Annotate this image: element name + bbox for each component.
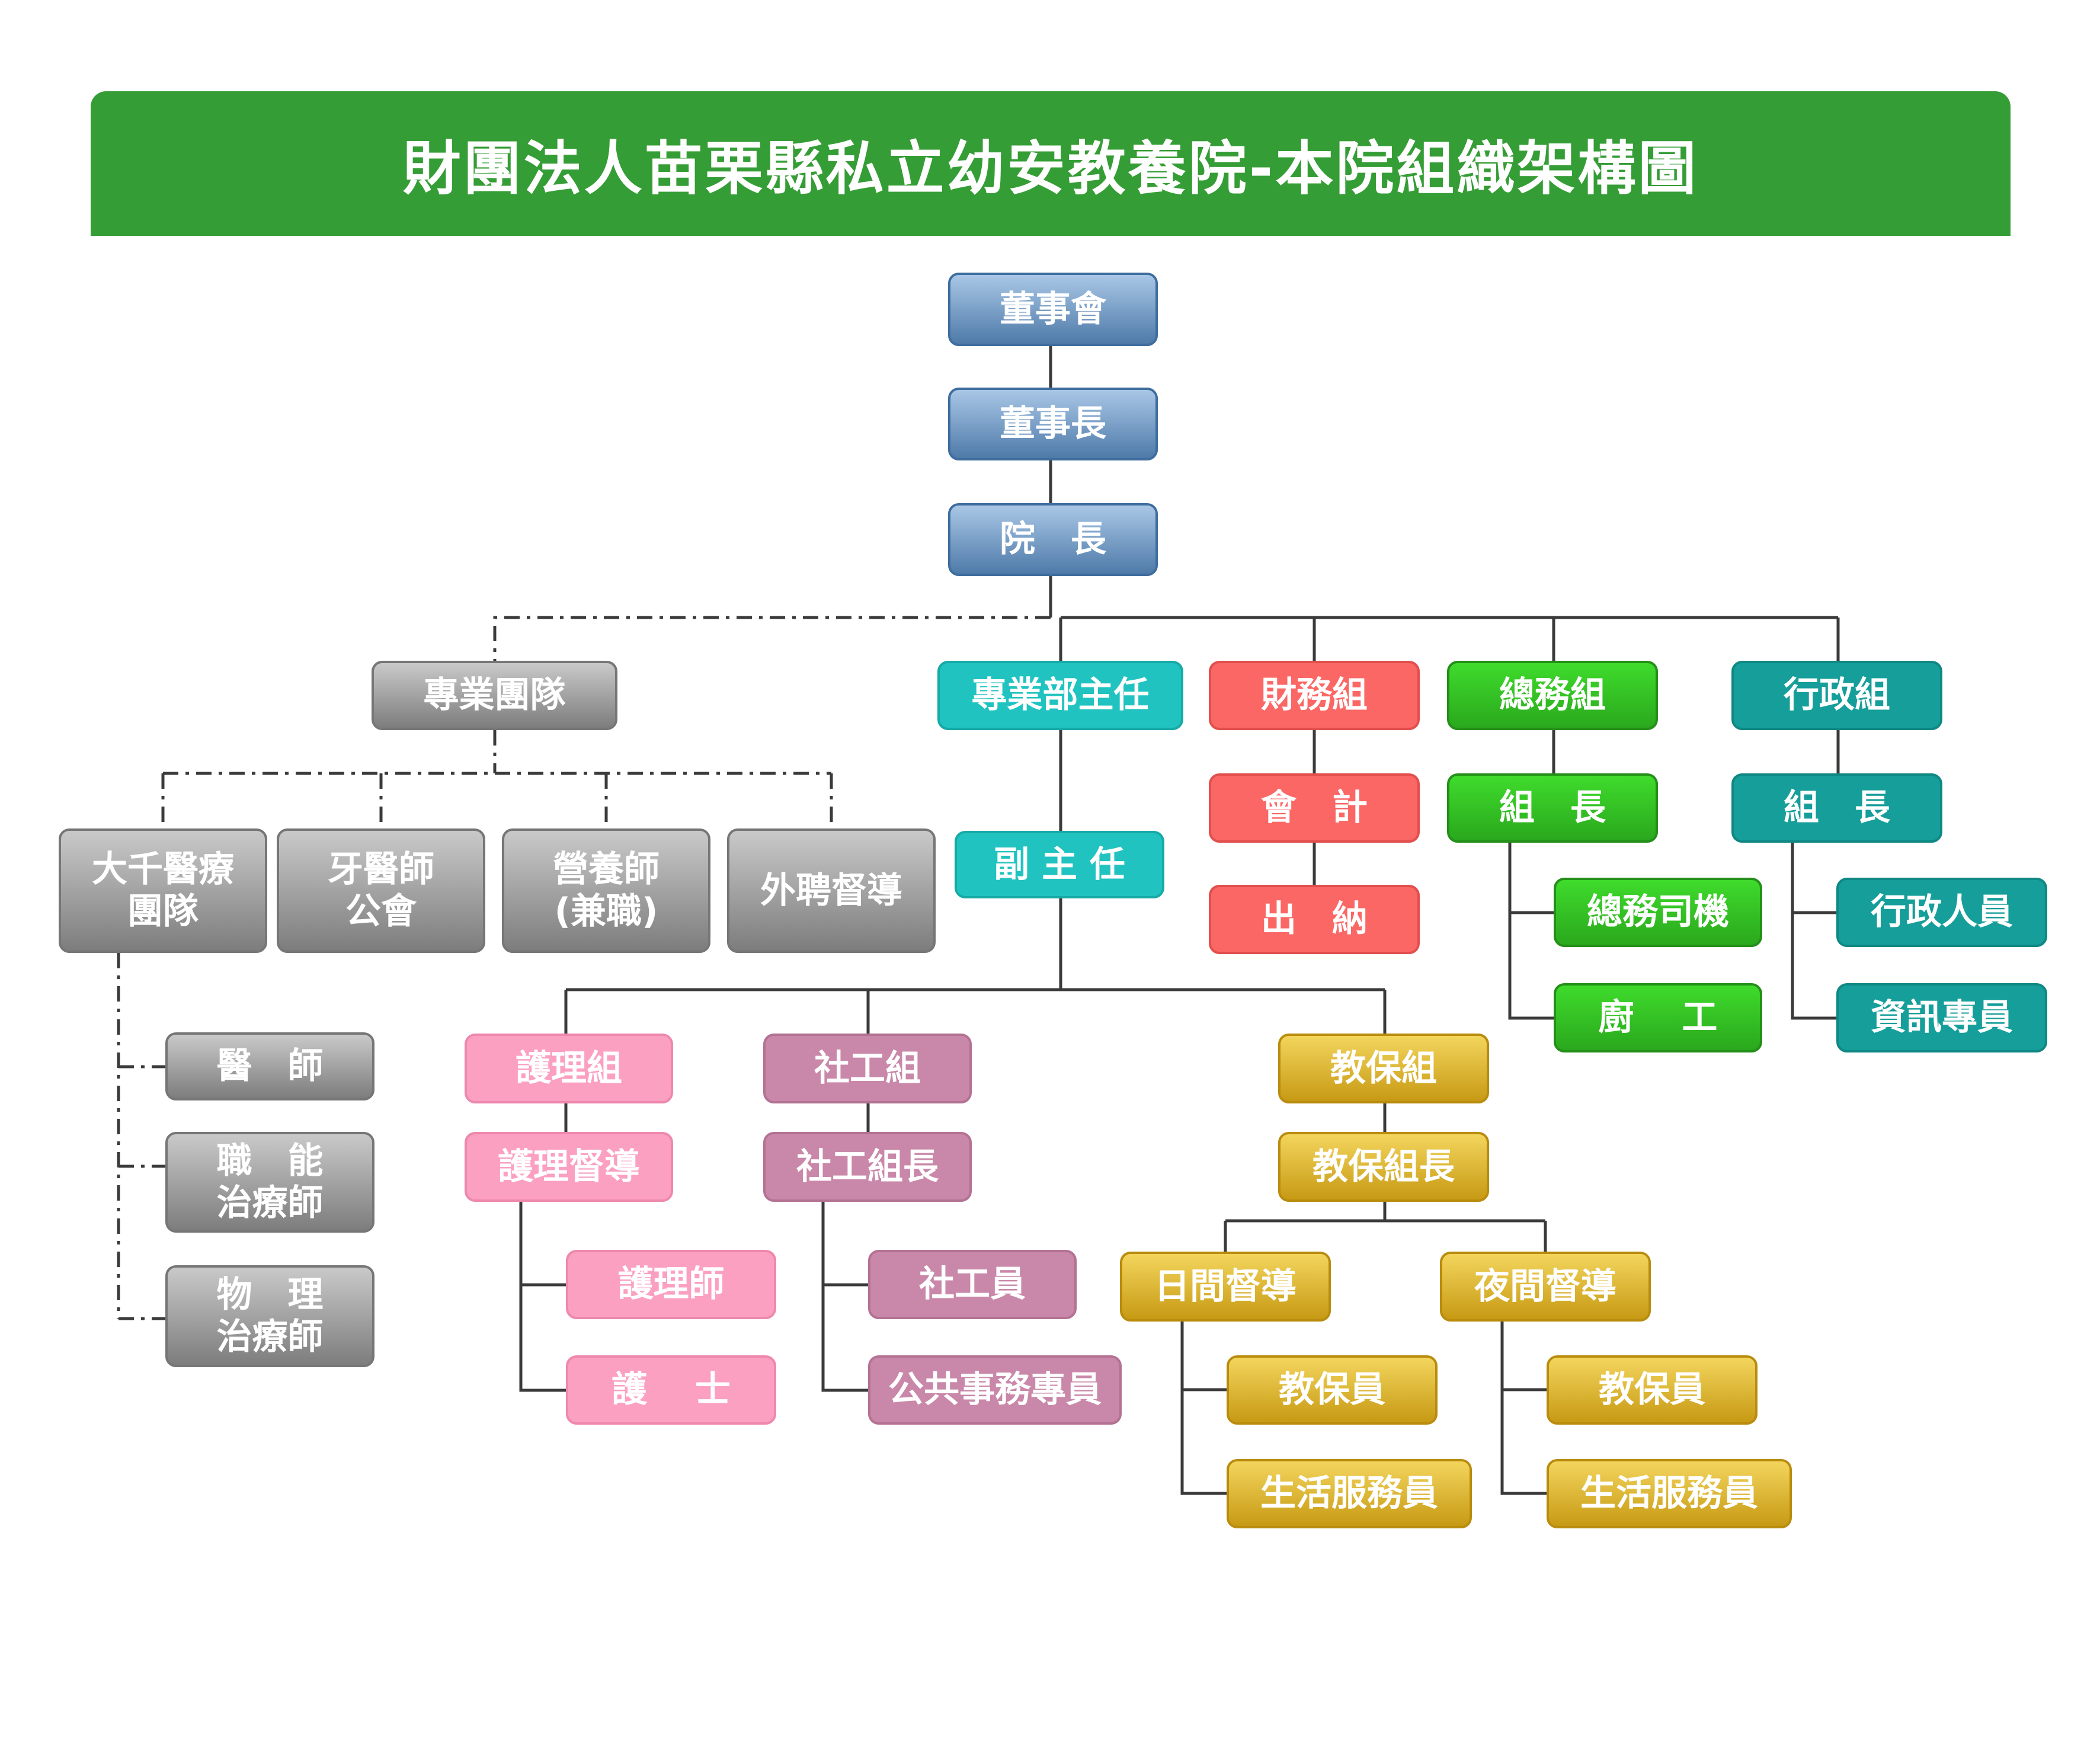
node-nurse-aide: 護 士 bbox=[566, 1355, 776, 1425]
node-social-worker: 社工員 bbox=[868, 1250, 1077, 1319]
connector-nursing-subtree bbox=[519, 1202, 566, 1392]
node-night-sup: 夜間督導 bbox=[1440, 1252, 1651, 1322]
node-general: 總務組 bbox=[1447, 661, 1658, 730]
node-care-leader: 教保組長 bbox=[1278, 1132, 1489, 1202]
connector-night-subtree bbox=[1500, 1322, 1547, 1495]
node-admin-staff: 行政人員 bbox=[1836, 878, 2047, 947]
node-day-sup: 日間督導 bbox=[1120, 1252, 1331, 1322]
node-public-affairs: 公共事務專員 bbox=[868, 1355, 1122, 1425]
node-ot: 職 能 治療師 bbox=[165, 1132, 374, 1233]
node-dietitian: 營養師 (兼職) bbox=[502, 828, 710, 953]
node-board: 董事會 bbox=[948, 273, 1158, 346]
node-doctor: 醫 師 bbox=[165, 1032, 374, 1100]
node-night-caregiver: 教保員 bbox=[1547, 1355, 1758, 1425]
chart-title: 財團法人苗栗縣私立幼安教養院-本院組織架構圖 bbox=[402, 135, 1699, 203]
node-driver: 總務司機 bbox=[1554, 878, 1762, 947]
node-pro-chief: 專業部主任 bbox=[937, 661, 1183, 730]
title-banner: 財團法人苗栗縣私立幼安教養院-本院組織架構圖 bbox=[91, 91, 2011, 236]
connector-care-split bbox=[1224, 1202, 1547, 1252]
node-deputy: 副 主 任 bbox=[955, 831, 1164, 898]
node-accounting: 會 計 bbox=[1209, 773, 1420, 843]
node-chairman: 董事長 bbox=[948, 388, 1158, 460]
node-pro-team: 專業團隊 bbox=[372, 661, 617, 730]
node-pt: 物 理 治療師 bbox=[165, 1265, 374, 1367]
node-hospital-team: 大千醫療 團隊 bbox=[59, 828, 267, 953]
node-director: 院 長 bbox=[948, 503, 1158, 576]
connector-day-subtree bbox=[1180, 1322, 1227, 1495]
connector-social-subtree bbox=[821, 1202, 868, 1392]
node-nursing: 護理組 bbox=[465, 1034, 673, 1103]
node-care: 教保組 bbox=[1278, 1034, 1489, 1103]
node-admin-leader: 組 長 bbox=[1731, 773, 1942, 843]
dashed-pro-team-partners bbox=[161, 730, 833, 828]
node-finance: 財務組 bbox=[1209, 661, 1420, 730]
node-admin: 行政組 bbox=[1731, 661, 1942, 730]
node-nursing-sup: 護理督導 bbox=[465, 1132, 673, 1202]
node-cook: 廚 工 bbox=[1554, 983, 1762, 1052]
node-it-staff: 資訊專員 bbox=[1836, 983, 2047, 1052]
dashed-hospital-therapists bbox=[117, 953, 165, 1320]
connector-general-subtree bbox=[1508, 843, 1554, 1020]
node-cashier: 出 納 bbox=[1209, 885, 1420, 954]
dashed-director-pro-team bbox=[493, 616, 1051, 661]
node-day-life: 生活服務員 bbox=[1227, 1459, 1472, 1528]
node-night-life: 生活服務員 bbox=[1547, 1459, 1792, 1528]
node-ext-supervisor: 外聘督導 bbox=[727, 828, 936, 953]
node-social-leader: 社工組長 bbox=[763, 1132, 972, 1202]
node-day-caregiver: 教保員 bbox=[1227, 1355, 1438, 1425]
node-social: 社工組 bbox=[763, 1034, 972, 1103]
node-nurse: 護理師 bbox=[566, 1250, 776, 1319]
connector-admin-subtree bbox=[1791, 843, 1836, 1020]
node-dental: 牙醫師 公會 bbox=[277, 828, 485, 953]
node-general-leader: 組 長 bbox=[1447, 773, 1658, 843]
